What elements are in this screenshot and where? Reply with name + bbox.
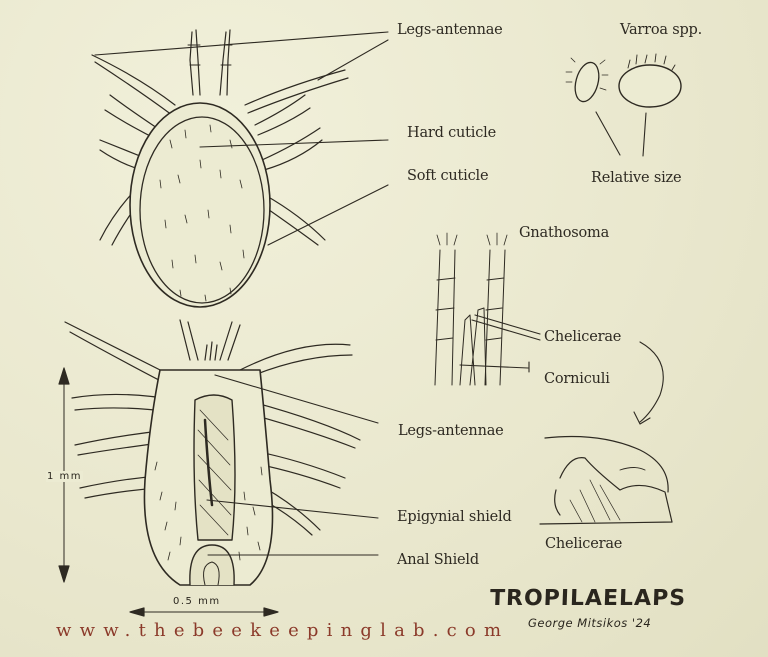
dorsal-mite-illustration (91, 29, 349, 308)
label-chelicerae-gnathosoma: Chelicerae (544, 329, 622, 345)
scale-horizontal-label: 0.5 mm (173, 596, 221, 607)
curved-arrow (633, 341, 664, 425)
author-signature: George Mitsikos '24 (528, 616, 652, 630)
website-link[interactable]: www.thebeekeepinglab.com (56, 620, 510, 641)
label-legs-antennae-dorsal: Legs-antennae (397, 22, 503, 38)
label-corniculi: Corniculi (544, 371, 610, 387)
chelicerae-detail-illustration (539, 435, 673, 525)
label-soft-cuticle: Soft cuticle (407, 168, 489, 184)
leader-lines (94, 31, 647, 556)
diagram-title: TROPILAELAPS (489, 586, 687, 611)
label-hard-cuticle: Hard cuticle (407, 125, 496, 141)
scale-vertical-label: 1 mm (46, 471, 84, 482)
label-chelicerae-detail: Chelicerae (545, 536, 623, 552)
label-epigynial-shield: Epigynial shield (397, 509, 512, 525)
label-legs-antennae-ventral: Legs-antennae (398, 423, 504, 439)
label-gnathosoma: Gnathosoma (519, 225, 610, 241)
label-relative-size: Relative size (591, 170, 682, 186)
label-varroa-species: Varroa spp. (620, 22, 703, 38)
ventral-mite-illustration (64, 319, 361, 586)
gnathosoma-illustration (434, 232, 508, 386)
scale-horizontal-arrow (129, 607, 279, 617)
varroa-comparison-illustration (565, 53, 682, 108)
label-anal-shield: Anal Shield (397, 552, 479, 568)
